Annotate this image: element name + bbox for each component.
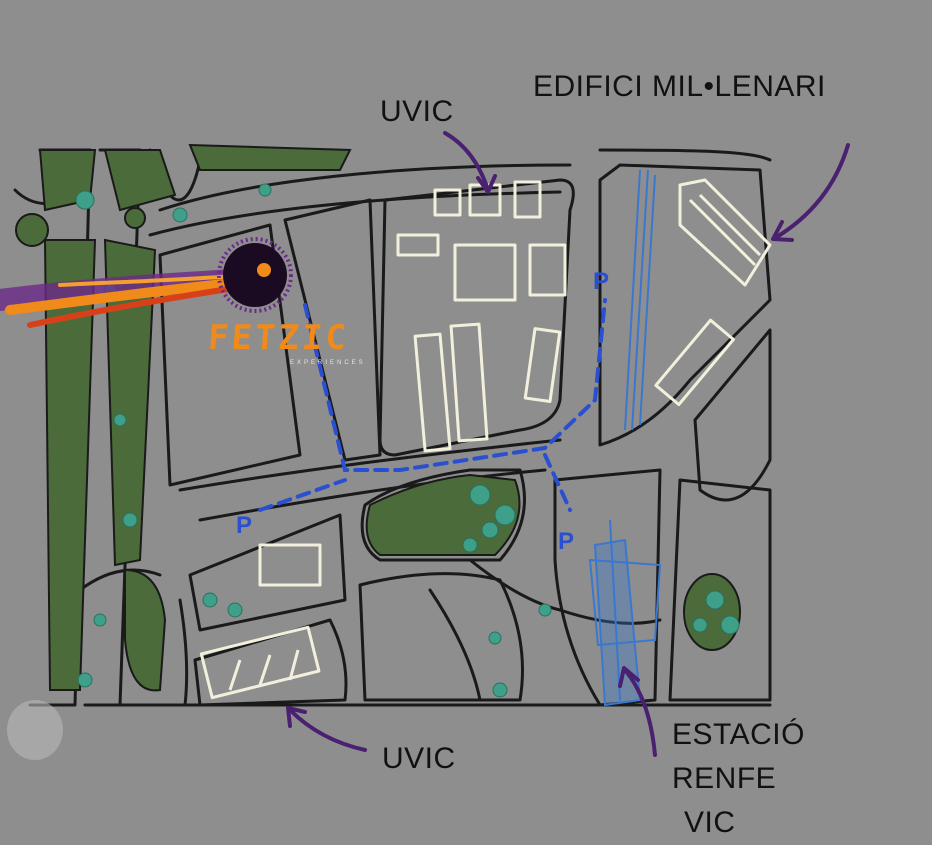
building-uvic-5 [528, 243, 567, 297]
tree-icon [462, 537, 478, 553]
park-circle-small [124, 207, 146, 229]
tree-icon [481, 521, 499, 539]
comet-logo [0, 237, 293, 328]
trees [75, 183, 740, 698]
park-circle-right [683, 573, 741, 651]
park-circle-left [15, 213, 49, 247]
tree-icon [122, 512, 138, 528]
buildings [199, 178, 772, 700]
building-uvic-9 [523, 327, 562, 403]
tree-icon [172, 207, 188, 223]
tree-icon [258, 183, 272, 197]
park-bottom-left [124, 568, 167, 692]
building-uvic-8 [449, 322, 489, 443]
tree-icon [538, 603, 552, 617]
railway-station [588, 169, 662, 707]
tree-icon [93, 613, 107, 627]
parking-marker: P [558, 528, 575, 555]
tree-icon [469, 484, 491, 506]
parking-marker: P [236, 512, 253, 539]
label-edifici-millenari: EDIFICI MIL•LENARI [533, 70, 826, 103]
arrow-uvic-top [443, 131, 490, 192]
label-estacio-line2: RENFE [672, 762, 777, 795]
label-uvic-top: UVIC [380, 95, 454, 128]
tree-icon [77, 672, 93, 688]
building-uvic-3 [513, 180, 542, 219]
building-uvic-6 [396, 233, 440, 257]
tree-icon [692, 617, 708, 633]
tree-icon [705, 590, 725, 610]
tree-icon [113, 413, 127, 427]
park-left-strip [43, 239, 97, 691]
tree-icon [720, 615, 740, 635]
park-top-center [103, 149, 177, 212]
tree-icon [75, 190, 95, 210]
building-uvic-7 [413, 332, 452, 453]
tree-icon [488, 631, 502, 645]
parking-marker: P [593, 268, 610, 295]
park-top-strip [188, 143, 352, 171]
logo-subtitle: EXPERIENCES [290, 360, 366, 366]
logo-fetzic: FETZIC [206, 318, 351, 358]
tree-icon [227, 602, 243, 618]
arrow-millenari [773, 143, 850, 240]
pointer-arrows [286, 131, 850, 757]
tree-icon [492, 682, 508, 698]
building-uvic-1 [433, 188, 462, 217]
building-uvic-4 [453, 243, 517, 302]
arrow-uvic-bottom [288, 708, 367, 752]
building-millenari [678, 178, 772, 287]
label-estacio-line1: ESTACIÓ [672, 718, 805, 751]
tree-icon [494, 504, 516, 526]
parking-route [258, 298, 607, 512]
photo-smudge [7, 700, 63, 760]
label-estacio-line3: VIC [684, 806, 736, 839]
building-lower-1 [258, 543, 322, 587]
arrow-estacio [623, 668, 657, 757]
building-millenari-2 [654, 318, 735, 407]
tree-icon [202, 592, 218, 608]
park-center-strip [103, 238, 157, 567]
building-uvic-lower [199, 625, 321, 700]
label-uvic-bottom: UVIC [382, 742, 456, 775]
